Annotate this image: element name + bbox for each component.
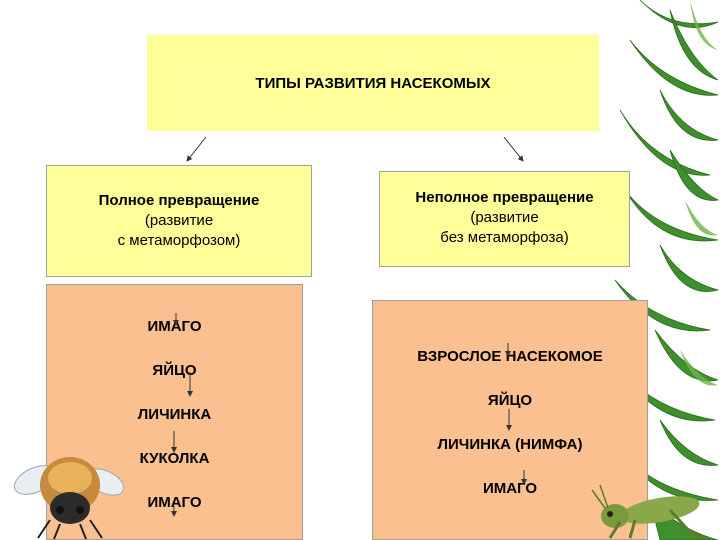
incomplete-stages-box: ВЗРОСЛОЕ НАСЕКОМОЕ ЯЙЦО ЛИЧИНКА (НИМФА) … [372, 300, 648, 540]
grasshopper-image [591, 484, 706, 540]
complete-stage-5: ИМАГО [147, 494, 202, 511]
diagram-title: ТИПЫ РАЗВИТИЯ НАСЕКОМЫХ [255, 74, 491, 92]
complete-metamorphosis-box: Полное превращение (развитие с метаморфо… [46, 165, 312, 277]
complete-stage-1: ИМАГО [147, 318, 202, 335]
complete-metamorphosis-heading: Полное превращение [98, 192, 260, 209]
arrow-title-to-complete [186, 136, 207, 162]
complete-stage-3: ЛИЧИНКА [137, 406, 212, 423]
incomplete-metamorphosis-line2: (развитие [470, 209, 539, 226]
incomplete-metamorphosis-box: Неполное превращение (развитие без метам… [379, 171, 630, 267]
complete-metamorphosis-line3: с метаморфозом) [117, 232, 241, 249]
incomplete-metamorphosis-heading: Неполное превращение [415, 189, 594, 206]
incomplete-metamorphosis-line3: без метаморфоза) [440, 229, 569, 246]
complete-metamorphosis-line2: (развитие [144, 212, 214, 229]
bee-image [13, 457, 125, 540]
title-box: ТИПЫ РАЗВИТИЯ НАСЕКОМЫХ [147, 35, 599, 131]
complete-stage-4: КУКОЛКА [139, 450, 210, 467]
arrow-title-to-incomplete [503, 136, 524, 162]
incomplete-stage-2: ЯЙЦО [487, 392, 533, 409]
incomplete-stage-3: ЛИЧИНКА (НИМФА) [437, 436, 583, 453]
complete-stage-2: ЯЙЦО [152, 362, 197, 379]
